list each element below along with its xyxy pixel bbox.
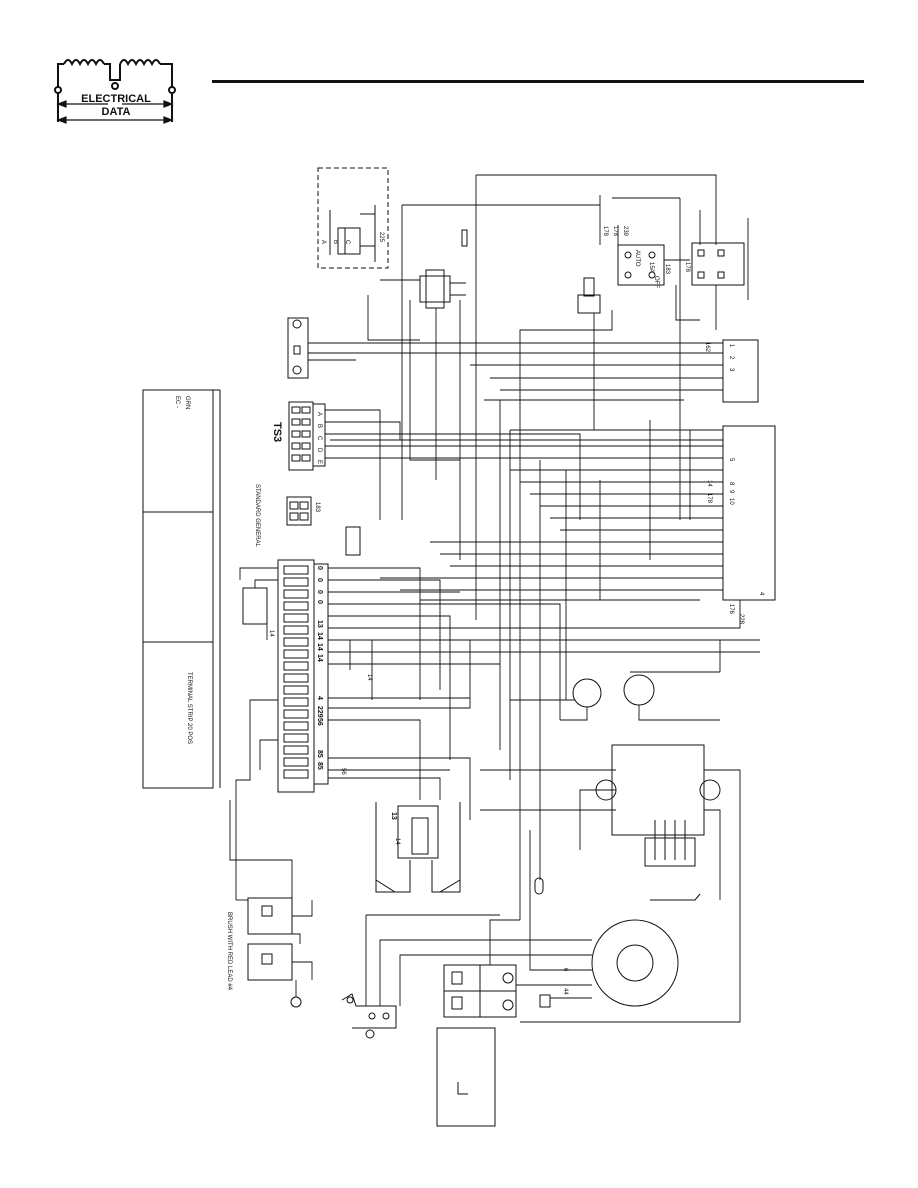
label-225: 225 bbox=[378, 232, 384, 243]
label-mid-14: 14 bbox=[366, 674, 372, 681]
label-ecm-8: 8 bbox=[728, 482, 734, 486]
label-ts3-b: B bbox=[316, 424, 322, 428]
label-strip-14a: 14 bbox=[316, 632, 323, 640]
label-ts3-a: A bbox=[316, 412, 322, 416]
diagram-labels: 225 A B C 178 178 239 AUTO 15A OFF 183 1… bbox=[174, 226, 764, 995]
label-ecm-228: 228 bbox=[738, 614, 744, 625]
breaker-block bbox=[443, 964, 551, 1018]
label-15a: 15A bbox=[648, 262, 654, 273]
legend-col1-line2: EC - bbox=[174, 396, 180, 408]
bottom-panel bbox=[436, 1027, 496, 1127]
label-strip-85a: 85 bbox=[316, 750, 323, 758]
label-strip-56a: 56 bbox=[316, 718, 323, 726]
bracket bbox=[341, 993, 397, 1039]
label-178c: 178 bbox=[684, 262, 690, 273]
wires bbox=[229, 174, 760, 1023]
label-standard-general: STANDARD GENERAL bbox=[254, 484, 260, 548]
fuse-holder bbox=[419, 229, 468, 309]
label-ecm-14: 14 bbox=[706, 480, 712, 487]
control-board bbox=[722, 425, 776, 601]
legend-box bbox=[142, 389, 221, 789]
label-strip-229: 229 bbox=[316, 706, 323, 718]
label-183-top: 183 bbox=[664, 264, 670, 275]
label-strip-14c: 14 bbox=[316, 654, 323, 662]
connector-3pin bbox=[722, 339, 759, 403]
label-relay-c: C bbox=[344, 240, 350, 245]
standard-general-strip bbox=[286, 496, 361, 556]
label-strip-0b: 0 bbox=[316, 578, 323, 582]
label-strip-0a: 0 bbox=[316, 566, 323, 570]
label-178a: 178 bbox=[602, 226, 608, 237]
label-strip-13: 13 bbox=[316, 620, 323, 628]
label-plug-13: 13 bbox=[390, 812, 397, 820]
label-rot-44: 44 bbox=[562, 988, 568, 995]
section-title: ELECTRICAL DATA bbox=[66, 93, 166, 119]
label-162: 162 bbox=[704, 342, 710, 353]
plug-connector bbox=[375, 802, 461, 893]
label-strip-4: 4 bbox=[316, 696, 323, 700]
top-right-relay bbox=[691, 242, 745, 286]
label-ts3: TS3 bbox=[271, 422, 283, 442]
legend-col3: TERMINAL STRIP 20 POS bbox=[186, 672, 192, 744]
label-conn-3: 3 bbox=[728, 368, 734, 372]
auto-off-switch bbox=[577, 244, 665, 314]
relay-box bbox=[317, 167, 389, 269]
legend-col1-line1: GRN bbox=[184, 396, 190, 409]
label-ecm-4: 4 bbox=[758, 592, 764, 596]
label-strip-85b: 85 bbox=[316, 762, 323, 770]
electrical-data-logo-icon bbox=[54, 59, 176, 124]
label-239: 239 bbox=[622, 226, 628, 237]
title-line-1: ELECTRICAL bbox=[81, 93, 151, 105]
label-ecm-5: 5 bbox=[728, 458, 734, 462]
label-ecm-178: 178 bbox=[706, 493, 712, 504]
label-ts3-c: C bbox=[316, 436, 322, 441]
label-brush: BRUSH WITH RED LEAD #4 bbox=[226, 912, 232, 991]
label-rot-6: 6 bbox=[562, 968, 568, 972]
inline-fuse bbox=[534, 877, 544, 895]
brush-assembly bbox=[247, 897, 302, 1008]
label-conn-1: 1 bbox=[728, 344, 734, 348]
label-strip-0d: 0 bbox=[316, 600, 323, 604]
header-rule bbox=[212, 80, 864, 83]
label-plug-14: 14 bbox=[394, 838, 400, 845]
label-relay-a: A bbox=[320, 240, 326, 244]
charger-block bbox=[595, 744, 721, 901]
ts3-terminal-strip bbox=[288, 401, 326, 471]
label-ts3-d: D bbox=[316, 448, 322, 453]
title-line-2: DATA bbox=[101, 106, 131, 118]
label-ts3-e: E bbox=[316, 460, 322, 464]
label-strip-0c: 0 bbox=[316, 590, 323, 594]
label-strip-14b: 14 bbox=[316, 643, 323, 651]
label-ecm-176: 176 bbox=[728, 604, 734, 615]
label-conn-2: 2 bbox=[728, 356, 734, 360]
label-relay-b: B bbox=[332, 240, 338, 244]
label-auto: AUTO bbox=[634, 250, 640, 267]
label-183: 183 bbox=[314, 502, 320, 513]
label-small-14: 14 bbox=[268, 630, 274, 637]
hour-meter bbox=[572, 671, 720, 708]
stator bbox=[591, 919, 679, 1007]
label-ecm-10: 10 bbox=[728, 498, 734, 505]
main-terminal-strip bbox=[242, 559, 329, 793]
port-connector bbox=[287, 317, 309, 379]
label-178b: 178 bbox=[612, 226, 618, 237]
label-off: OFF bbox=[653, 276, 659, 288]
label-ecm-9: 9 bbox=[728, 490, 734, 494]
label-strip-56b: 56 bbox=[340, 768, 346, 775]
